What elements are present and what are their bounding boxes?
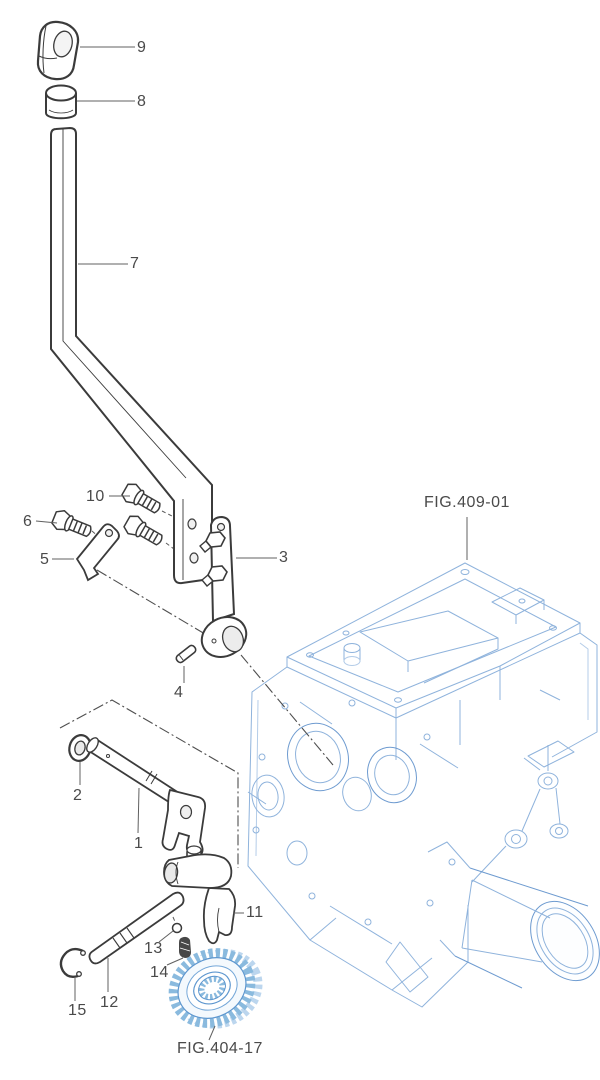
callout-2: 2: [73, 787, 83, 804]
callout-10: 10: [86, 488, 105, 505]
callout-7: 7: [130, 255, 140, 272]
part-2-o-ring: [68, 734, 92, 762]
part-15-snap-ring: [59, 947, 86, 979]
callout-12: 12: [100, 994, 119, 1011]
part-3-link-arm: [199, 515, 248, 658]
part-12-fork-rod: [88, 891, 185, 965]
callout-9: 9: [137, 39, 147, 56]
figure-ref-409-01: FIG.409-01: [424, 494, 510, 511]
callout-11: 11: [246, 904, 264, 921]
callout-14: 14: [150, 964, 169, 981]
part-8-cap: [45, 84, 77, 120]
callout-15: 15: [68, 1002, 87, 1019]
callout-1: 1: [134, 835, 144, 852]
leader-lines: [35, 46, 468, 1041]
part-1-fork-shaft: [86, 737, 207, 859]
part-7-lever: [50, 126, 213, 585]
callout-8: 8: [137, 93, 147, 110]
part-13-detent-ball: [171, 922, 183, 934]
gear-reference: [168, 948, 263, 1029]
part-4-pin: [175, 644, 197, 664]
part-14-detent-spring: [179, 936, 191, 958]
callout-6: 6: [23, 513, 33, 530]
callout-13: 13: [144, 940, 163, 957]
transmission-case-reference: [247, 562, 600, 1008]
callout-4: 4: [174, 684, 184, 701]
figure-ref-404-17: FIG.404-17: [177, 1040, 263, 1057]
phantom-lines: [59, 569, 334, 868]
callout-3: 3: [279, 549, 289, 566]
part-5-lever-plate: [75, 523, 120, 582]
part-10-bolt: [119, 480, 167, 551]
part-11-shift-fork: [163, 845, 237, 945]
callout-5: 5: [40, 551, 50, 568]
part-6-bolt: [49, 507, 95, 543]
part-9-knob: [36, 20, 80, 81]
